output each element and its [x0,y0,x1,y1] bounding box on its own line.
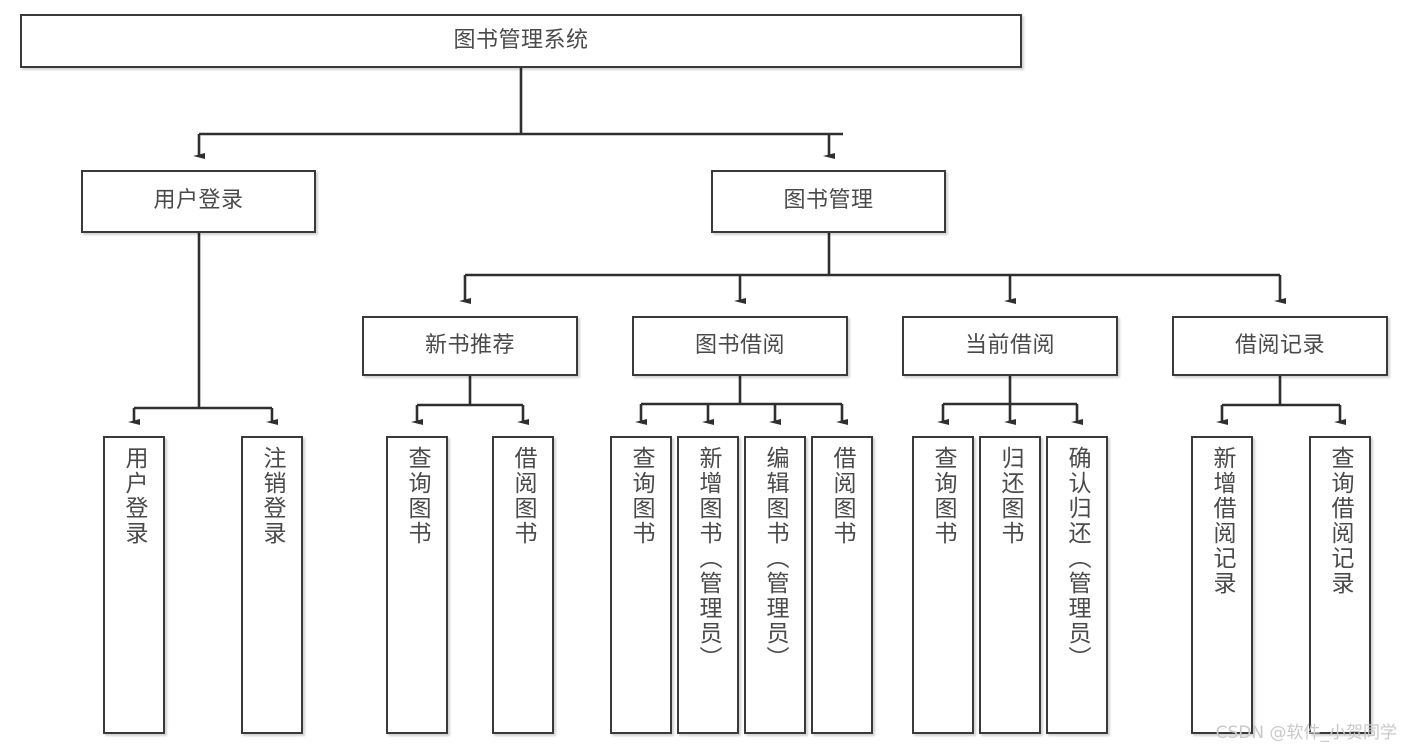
node-label: 借阅图书 [510,446,537,546]
node-label: 编辑图书（管理员） [762,446,789,671]
node-new-book-recommend[interactable]: 新书推荐 [362,316,578,376]
node-leaf-confirm-return-admin[interactable]: 确认归还（管理员） [1046,436,1108,734]
node-label: 归还图书 [997,446,1024,546]
node-label: 借阅图书 [829,446,856,546]
node-label: 新增图书（管理员） [695,446,722,671]
node-leaf-query-borrow-record[interactable]: 查询借阅记录 [1309,436,1371,734]
node-label: 查询图书 [628,446,655,546]
node-leaf-logout[interactable]: 注销登录 [241,436,303,734]
node-label: 查询图书 [930,446,957,546]
watermark-text: CSDN @软件_小贺同学 [1215,723,1397,743]
node-leaf-edit-book-admin[interactable]: 编辑图书（管理员） [744,436,806,734]
node-root-book-management-system[interactable]: 图书管理系统 [20,14,1022,68]
node-label: 新增借阅记录 [1209,446,1236,596]
node-label: 借阅记录 [1234,332,1325,358]
node-label: 用户登录 [153,188,244,214]
node-label: 确认归还（管理员） [1064,446,1091,671]
node-leaf-return-book[interactable]: 归还图书 [979,436,1041,734]
node-borrow-record[interactable]: 借阅记录 [1172,316,1388,376]
node-current-borrow[interactable]: 当前借阅 [902,316,1118,376]
node-leaf-borrow-book[interactable]: 借阅图书 [811,436,873,734]
node-leaf-query-book-recommend[interactable]: 查询图书 [386,436,448,734]
node-book-management[interactable]: 图书管理 [711,170,946,233]
node-label: 查询图书 [404,446,431,546]
node-book-borrow[interactable]: 图书借阅 [632,316,848,376]
node-leaf-query-book-current[interactable]: 查询图书 [912,436,974,734]
node-leaf-user-login[interactable]: 用户登录 [103,436,165,734]
node-leaf-add-book-admin[interactable]: 新增图书（管理员） [677,436,739,734]
node-label: 图书借阅 [694,332,785,358]
node-leaf-add-borrow-record[interactable]: 新增借阅记录 [1191,436,1253,734]
node-label: 查询借阅记录 [1327,446,1354,596]
node-label: 图书管理系统 [453,27,589,53]
node-leaf-query-book-borrow[interactable]: 查询图书 [610,436,672,734]
node-user-login[interactable]: 用户登录 [81,170,316,233]
node-label: 图书管理 [783,188,874,214]
node-label: 用户登录 [121,446,148,546]
node-label: 新书推荐 [424,332,515,358]
node-label: 当前借阅 [964,332,1055,358]
node-label: 注销登录 [259,446,286,546]
node-leaf-borrow-book-recommend[interactable]: 借阅图书 [492,436,554,734]
